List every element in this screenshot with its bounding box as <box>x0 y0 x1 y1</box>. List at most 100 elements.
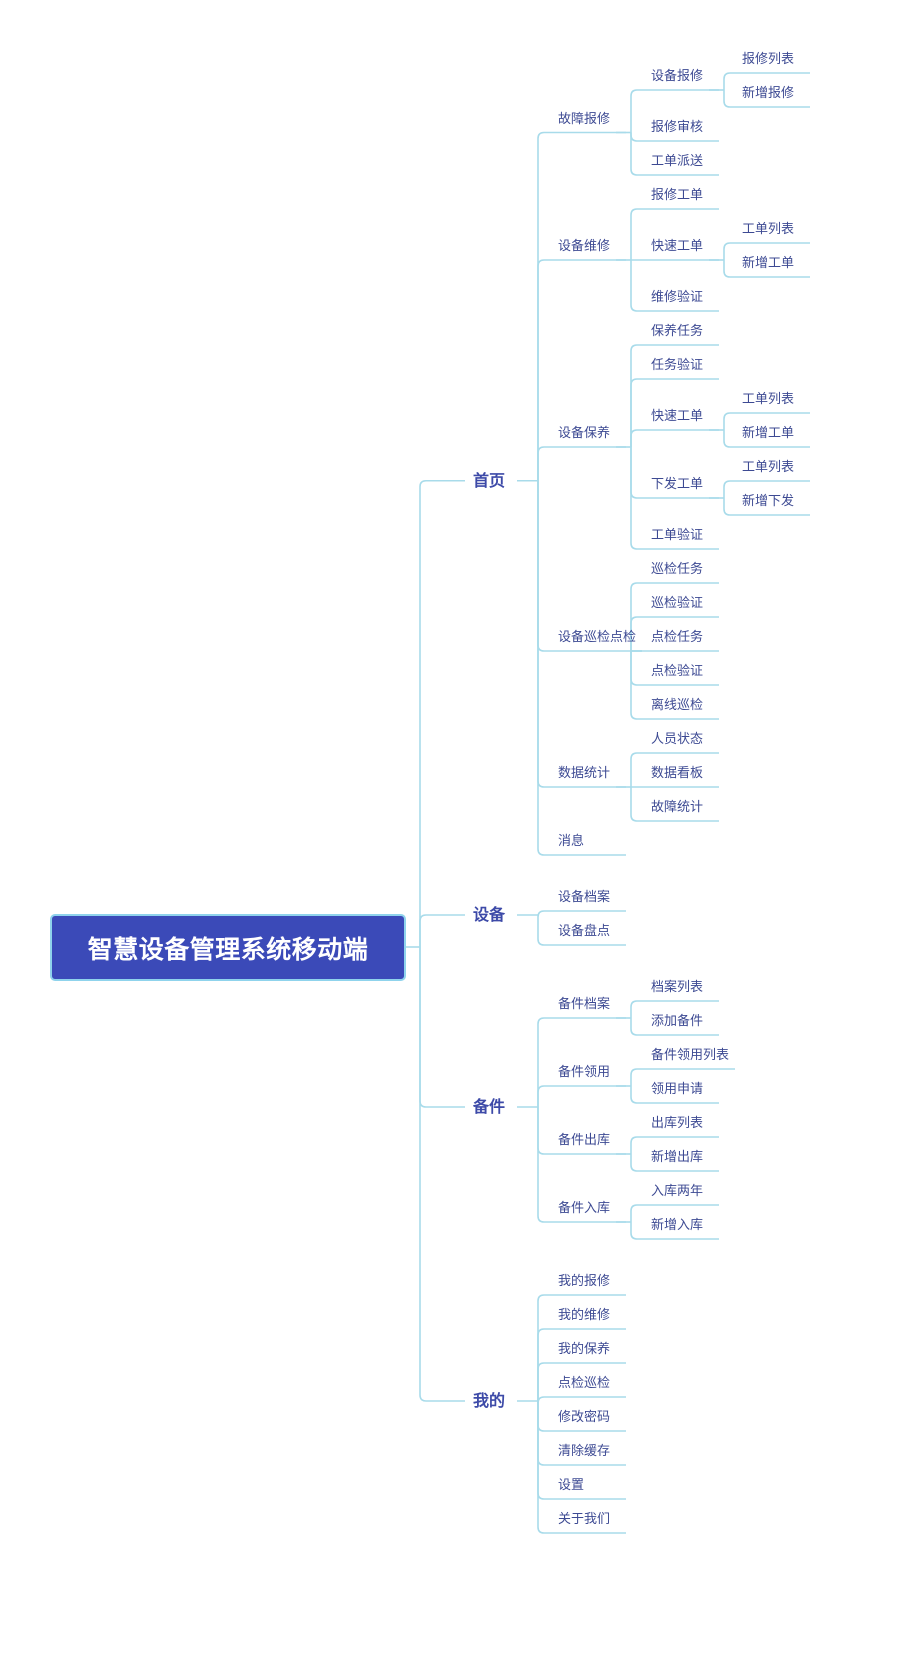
topic-node[interactable]: 设备档案 <box>558 890 611 905</box>
connector <box>723 430 810 448</box>
topic-node[interactable]: 新增报修 <box>742 86 795 101</box>
topic-node[interactable]: 备件出库 <box>558 1133 611 1148</box>
topic-node[interactable]: 添加备件 <box>651 1014 704 1029</box>
topic-node[interactable]: 故障统计 <box>651 800 704 815</box>
connector <box>419 947 465 1402</box>
connector <box>630 89 719 133</box>
connector <box>630 616 719 651</box>
topic-node[interactable]: 修改密码 <box>558 1410 611 1425</box>
topic-node[interactable]: 我的维修 <box>558 1308 611 1323</box>
topic-node[interactable]: 出库列表 <box>651 1116 704 1131</box>
topic-node[interactable]: 工单验证 <box>651 528 704 543</box>
topic-node[interactable]: 报修列表 <box>742 52 795 67</box>
connector <box>723 72 810 90</box>
connector <box>723 412 810 430</box>
topic-node[interactable]: 巡检任务 <box>651 562 704 577</box>
topic-node[interactable]: 档案列表 <box>651 980 704 995</box>
topic-node[interactable]: 维修验证 <box>651 290 704 305</box>
topic-node[interactable]: 备件入库 <box>558 1201 611 1216</box>
topic-node[interactable]: 新增入库 <box>651 1218 704 1233</box>
topic-node[interactable]: 备件领用 <box>558 1065 611 1080</box>
connector <box>630 429 719 447</box>
topic-node[interactable]: 新增工单 <box>742 256 795 271</box>
connector <box>723 90 810 108</box>
connector <box>537 1328 626 1414</box>
connector <box>537 1120 626 1223</box>
connector <box>630 1018 719 1036</box>
connector <box>630 1086 719 1104</box>
topic-node[interactable]: 工单列表 <box>742 222 795 237</box>
topic-node[interactable]: 快速工单 <box>651 409 704 424</box>
topic-node[interactable]: 点检验证 <box>651 664 704 679</box>
connector <box>537 910 626 928</box>
connector <box>537 493 626 856</box>
topic-node[interactable]: 新增工单 <box>742 426 795 441</box>
topic-node[interactable]: 备件领用列表 <box>651 1048 730 1063</box>
connector <box>630 208 719 260</box>
branch-node[interactable]: 首页 <box>473 470 506 490</box>
topic-node[interactable]: 关于我们 <box>558 1512 611 1527</box>
topic-node[interactable]: 消息 <box>558 834 585 849</box>
topic-node[interactable]: 设备巡检点检 <box>558 630 637 645</box>
topic-node[interactable]: 入库两年 <box>651 1184 704 1199</box>
connector <box>630 1000 719 1018</box>
branch-node[interactable]: 我的 <box>473 1391 506 1410</box>
topic-node[interactable]: 清除缓存 <box>558 1444 611 1459</box>
topic-node[interactable]: 设备维修 <box>558 239 611 254</box>
connector <box>630 787 719 822</box>
topic-node[interactable]: 巡检验证 <box>651 596 704 611</box>
topic-node[interactable]: 快速工单 <box>651 239 704 254</box>
connector <box>723 242 810 260</box>
topic-node[interactable]: 数据看板 <box>651 766 704 781</box>
connector <box>630 378 719 447</box>
connector <box>419 947 465 1108</box>
connector <box>537 1396 626 1414</box>
topic-node[interactable]: 工单列表 <box>742 460 795 475</box>
topic-node[interactable]: 工单派送 <box>651 154 704 169</box>
topic-node[interactable]: 备件档案 <box>558 997 611 1012</box>
connector <box>537 446 626 494</box>
connector <box>630 260 719 312</box>
topic-node[interactable]: 设备盘点 <box>558 924 611 939</box>
topic-node[interactable]: 下发工单 <box>651 477 704 492</box>
topic-node[interactable]: 我的报修 <box>558 1274 611 1289</box>
topic-node[interactable]: 点检巡检 <box>558 1376 611 1391</box>
connector <box>537 1085 626 1120</box>
topic-node[interactable]: 新增下发 <box>742 494 795 509</box>
connector <box>723 260 810 278</box>
topic-node[interactable]: 点检任务 <box>651 630 704 645</box>
connector <box>630 344 719 447</box>
topic-node[interactable]: 离线巡检 <box>651 698 704 713</box>
branch-node[interactable]: 备件 <box>473 1097 506 1116</box>
topic-node[interactable]: 领用申请 <box>651 1082 704 1097</box>
root-node[interactable]: 智慧设备管理系统移动端 <box>50 914 406 981</box>
branch-node[interactable]: 设备 <box>473 905 506 924</box>
connector <box>630 1222 719 1240</box>
connector <box>537 493 642 652</box>
topic-node[interactable]: 数据统计 <box>558 766 611 781</box>
topic-node[interactable]: 设备报修 <box>651 69 704 84</box>
topic-node[interactable]: 任务验证 <box>651 358 704 373</box>
connector <box>537 1294 626 1414</box>
topic-node[interactable]: 报修工单 <box>651 188 704 203</box>
topic-node[interactable]: 新增出库 <box>651 1150 704 1165</box>
topic-node[interactable]: 报修审核 <box>651 120 704 135</box>
topic-node[interactable]: 人员状态 <box>651 732 704 747</box>
connector <box>419 479 465 947</box>
connector <box>537 259 626 494</box>
connector <box>419 914 465 947</box>
topic-node[interactable]: 保养任务 <box>651 324 704 339</box>
connector <box>630 651 719 720</box>
topic-node[interactable]: 设置 <box>558 1478 585 1493</box>
topic-node[interactable]: 我的保养 <box>558 1342 611 1357</box>
connector <box>537 131 626 494</box>
connector <box>537 928 626 946</box>
connector <box>537 1414 626 1534</box>
connector <box>630 132 719 176</box>
topic-node[interactable]: 工单列表 <box>742 392 795 407</box>
topic-node[interactable]: 设备保养 <box>558 426 611 441</box>
topic-node[interactable]: 故障报修 <box>558 111 611 127</box>
connector <box>630 1068 735 1086</box>
